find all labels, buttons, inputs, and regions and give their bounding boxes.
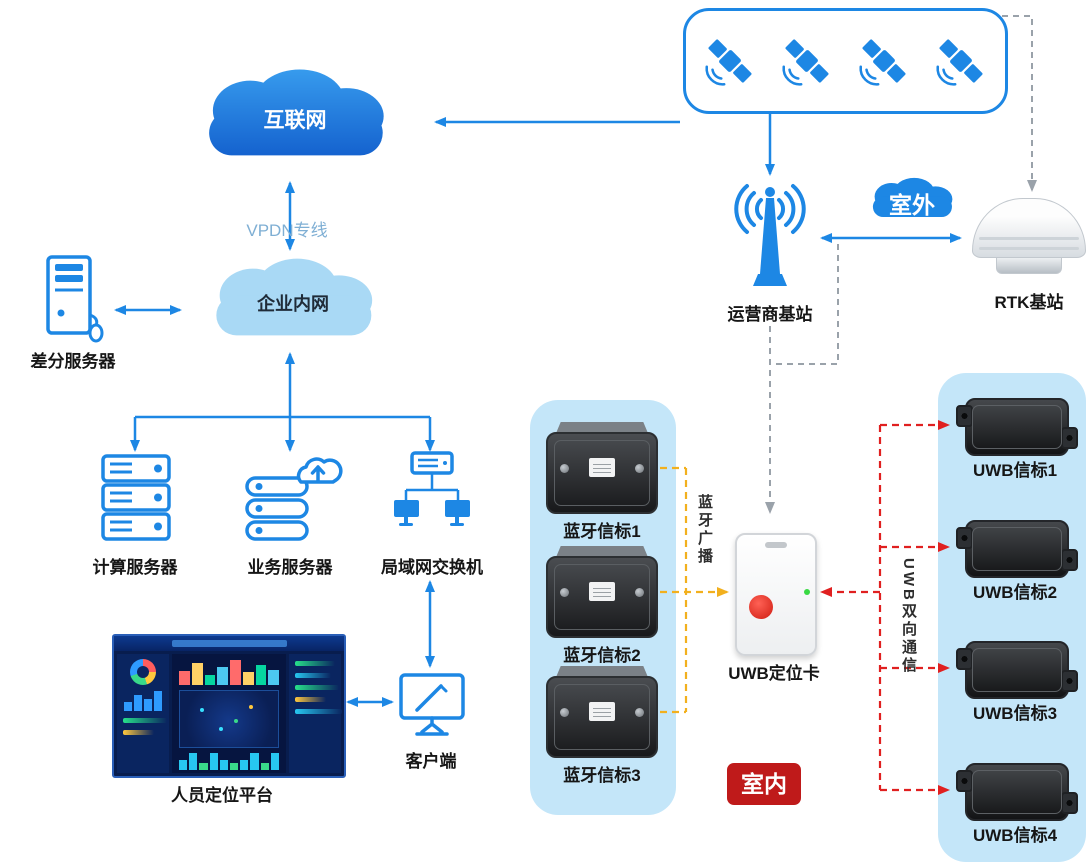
rtk-station-label: RTK基站 (994, 293, 1064, 312)
internet-label: 互联网 (263, 109, 327, 132)
rtk-base (996, 258, 1062, 274)
uwb-beacon-device-3 (956, 641, 1078, 699)
uwb-beacon-label-1: UWB信标1 (972, 461, 1058, 480)
internet-cloud: 互联网 (170, 62, 420, 174)
mini-bar-chart (124, 689, 162, 711)
intranet-label: 企业内网 (257, 294, 329, 314)
business-server-label: 业务服务器 (247, 558, 333, 577)
uwb-beacon-device-1 (956, 398, 1078, 456)
red-links (820, 420, 950, 795)
outdoor-label: 室外 (889, 192, 935, 218)
uwb-beacon-label-3: UWB信标3 (972, 704, 1058, 723)
compute-server-icon (101, 454, 171, 541)
diff-server-icon (46, 255, 104, 343)
indoor-badge: 室内 (727, 763, 801, 805)
carrier-station-label: 运营商基站 (727, 305, 813, 324)
rtk-dome (972, 198, 1086, 258)
donut-chart (130, 659, 156, 685)
business-server-icon (245, 457, 343, 541)
center-bar-chart (172, 654, 286, 685)
lan-switch-label: 局域网交换机 (381, 558, 483, 577)
dashboard-left-panel (117, 654, 169, 773)
platform-label: 人员定位平台 (171, 786, 273, 805)
uwb-comm-label: UWB双向通信 (900, 558, 917, 675)
satellite-icon (698, 21, 762, 101)
satellite-icon (929, 21, 993, 101)
dashboard-header (114, 636, 344, 651)
bt-broadcast-label: 蓝牙广播 (696, 494, 713, 566)
uwb-card-label: UWB定位卡 (728, 664, 820, 683)
satellite-icon (775, 21, 839, 101)
bt-beacon-label-1: 蓝牙信标1 (563, 522, 641, 541)
satellite-group-frame (683, 8, 1008, 114)
bt-beacon-device-2 (546, 546, 658, 638)
uwb-beacon-device-4 (956, 763, 1078, 821)
client-label: 客户端 (405, 752, 457, 771)
bt-beacon-device-3 (546, 666, 658, 758)
bottom-bar-chart (179, 751, 280, 770)
positioning-platform-screenshot (112, 634, 346, 778)
carrier-station-icon (734, 184, 806, 286)
bt-beacon-device-1 (546, 422, 658, 514)
bt-beacon-label-2: 蓝牙信标2 (563, 646, 641, 665)
dashboard-title-bar (171, 640, 287, 647)
intranet-cloud: 企业内网 (182, 252, 404, 352)
diff-server-label: 差分服务器 (30, 352, 116, 371)
status-led (804, 589, 810, 595)
uwb-beacon-label-4: UWB信标4 (972, 826, 1058, 845)
uwb-card-device (735, 533, 817, 656)
outdoor-badge: 室外 (861, 174, 963, 226)
dashboard-center-panel (172, 654, 286, 773)
card-logo-seal (749, 595, 773, 619)
satellite-icon (852, 21, 916, 101)
client-icon (399, 673, 465, 736)
dashboard-right-panel (289, 654, 342, 773)
bt-beacon-label-3: 蓝牙信标3 (563, 766, 641, 785)
compute-server-label: 计算服务器 (92, 558, 178, 577)
lan-switch-icon (394, 451, 470, 526)
uwb-beacon-label-2: UWB信标2 (972, 583, 1058, 602)
rtk-station-icon (972, 198, 1086, 278)
vpdn-label: VPDN专线 (246, 221, 328, 240)
lanyard-slot (765, 542, 787, 548)
map-area (179, 690, 279, 748)
uwb-beacon-device-2 (956, 520, 1078, 578)
